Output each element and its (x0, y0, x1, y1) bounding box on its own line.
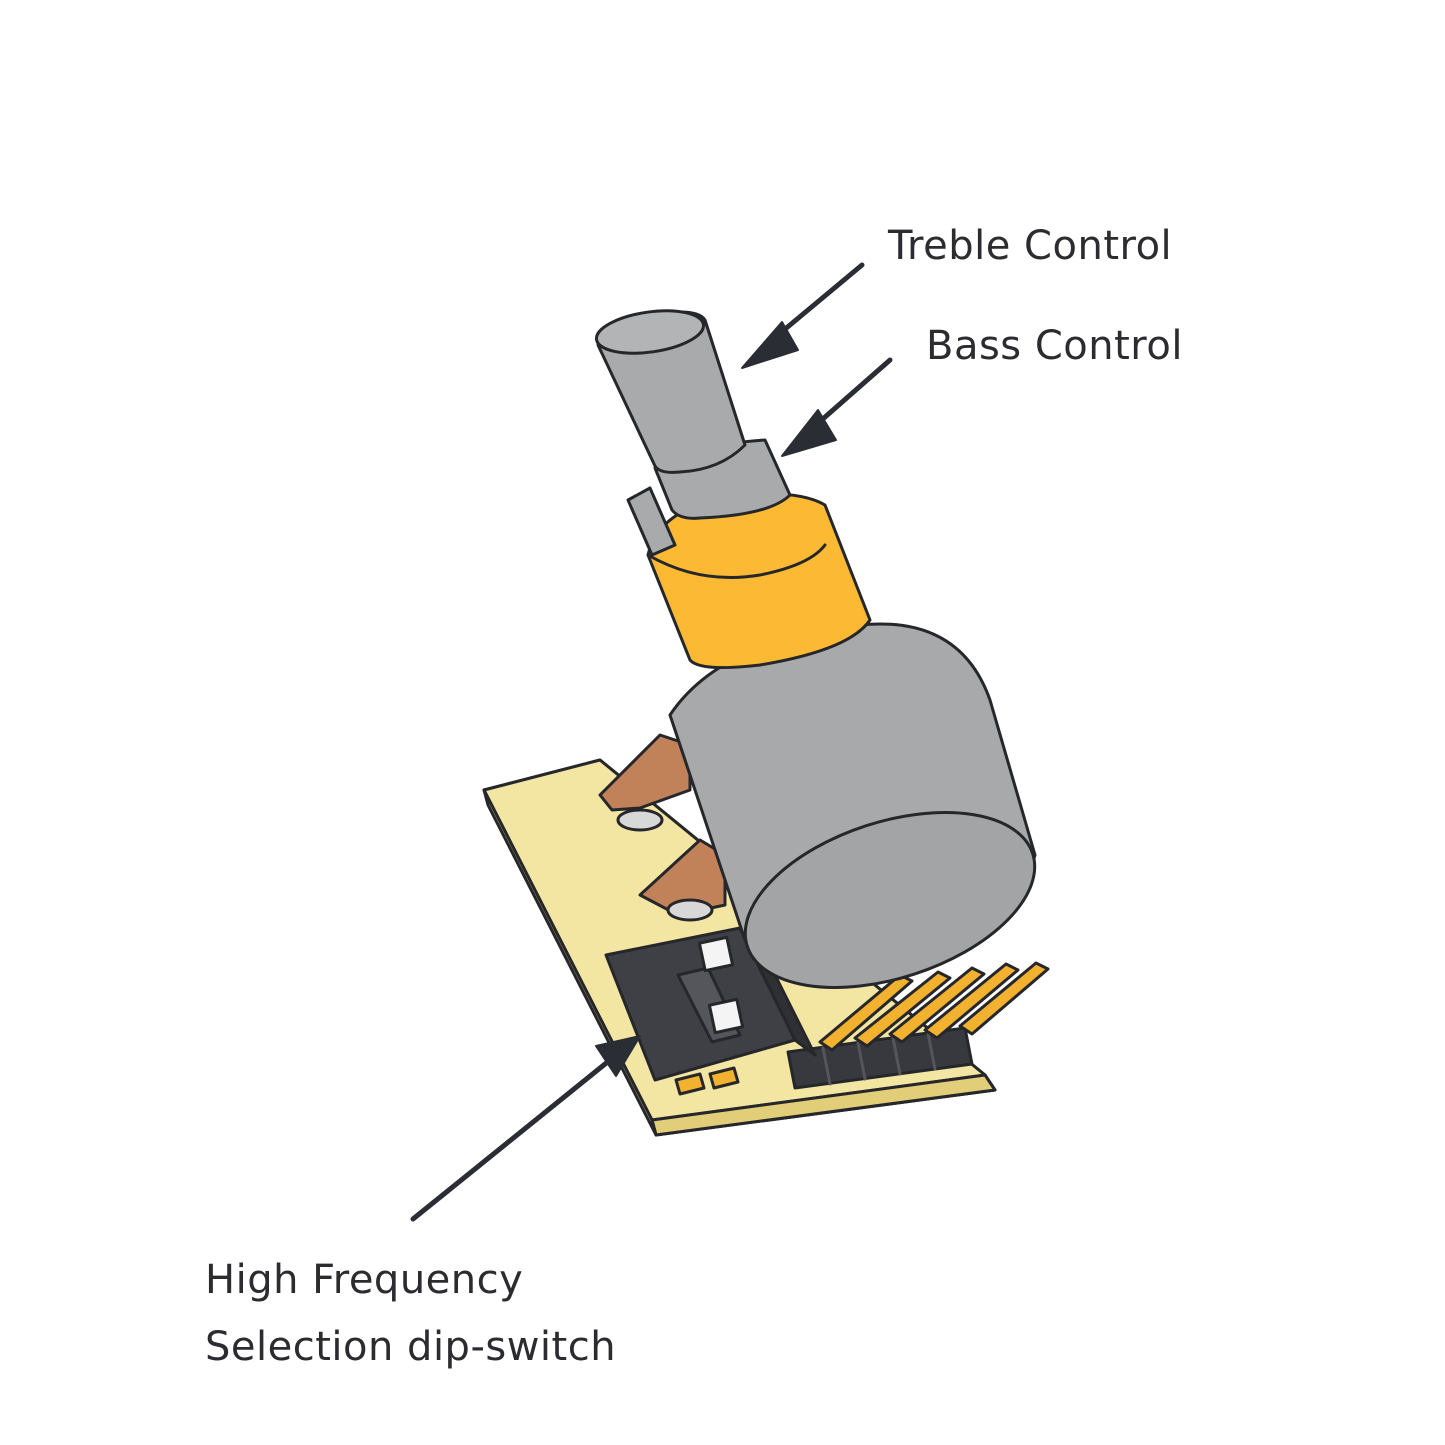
dip-switch-label-line1: High Frequency (205, 1257, 524, 1303)
pin-header-icon (786, 961, 1050, 1090)
dip-switch-icon (604, 926, 817, 1096)
potentiometer-icon (668, 622, 1037, 989)
bass-control-label: Bass Control (926, 323, 1183, 369)
arrows (410, 262, 893, 1222)
treble-shaft (594, 309, 747, 474)
collar (646, 492, 872, 670)
dip-switch-label-line2: Selection dip-switch (205, 1324, 617, 1370)
treble-control-label: Treble Control (888, 223, 1173, 269)
